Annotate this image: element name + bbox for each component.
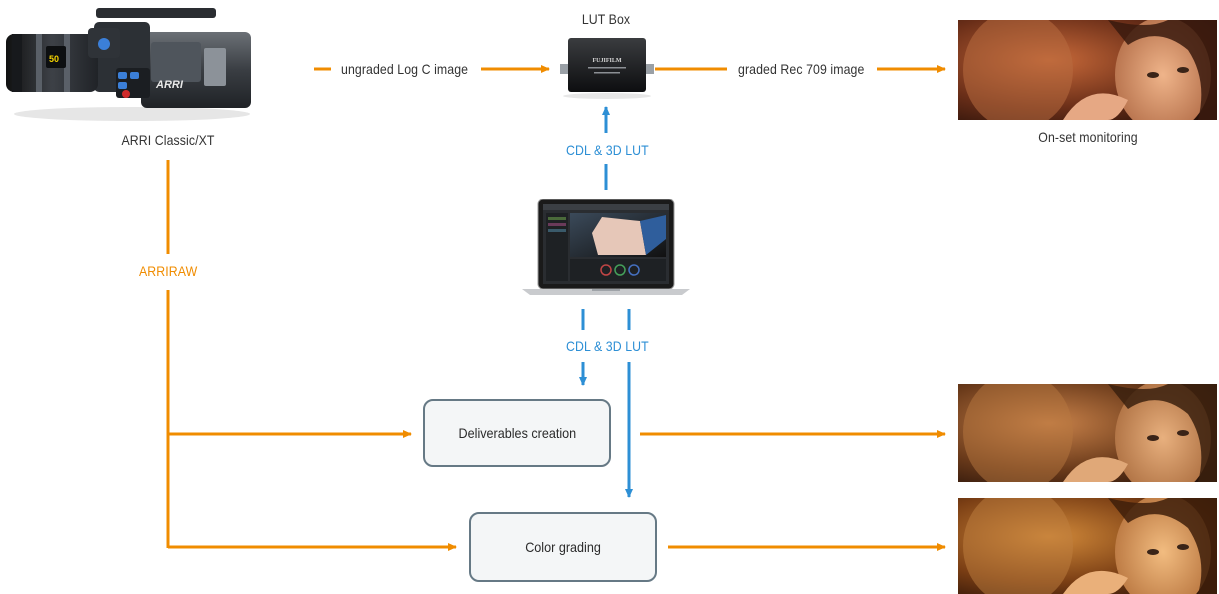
deliverables-creation-label: Deliverables creation: [458, 425, 576, 441]
deliverables-frame-image: [958, 384, 1217, 482]
on-set-monitoring-label: On-set monitoring: [1038, 129, 1138, 145]
deliverables-output-frame: [958, 384, 1217, 482]
cdl-lut-bottom-label: CDL & 3D LUT: [566, 338, 649, 354]
color-grading-output-frame: [958, 498, 1217, 594]
laptop-image: [522, 199, 690, 295]
camera-brand-logo: ARRI: [155, 79, 184, 91]
deliverables-creation-box: Deliverables creation: [423, 399, 611, 467]
camera-label: ARRI Classic/XT: [121, 132, 215, 148]
monitor-frame-image: [958, 20, 1217, 120]
lens-number: 50: [49, 54, 59, 64]
color-grading-label: Color grading: [525, 539, 601, 555]
lut-box-image: FUJIFILM: [560, 38, 654, 99]
graded-rec709-label: graded Rec 709 image: [738, 61, 865, 77]
camera-image: ARRI 50: [6, 8, 251, 121]
cdl-lut-top-label: CDL & 3D LUT: [566, 142, 649, 158]
grading-frame-image: [958, 498, 1217, 594]
on-set-monitor-frame: [958, 20, 1217, 120]
lut-box-label: LUT Box: [581, 11, 631, 27]
arriraw-label: ARRIRAW: [139, 263, 198, 279]
color-grading-box: Color grading: [469, 512, 657, 582]
lut-box-brand: FUJIFILM: [593, 58, 622, 64]
ungraded-log-c-label: ungraded Log C image: [341, 61, 469, 77]
